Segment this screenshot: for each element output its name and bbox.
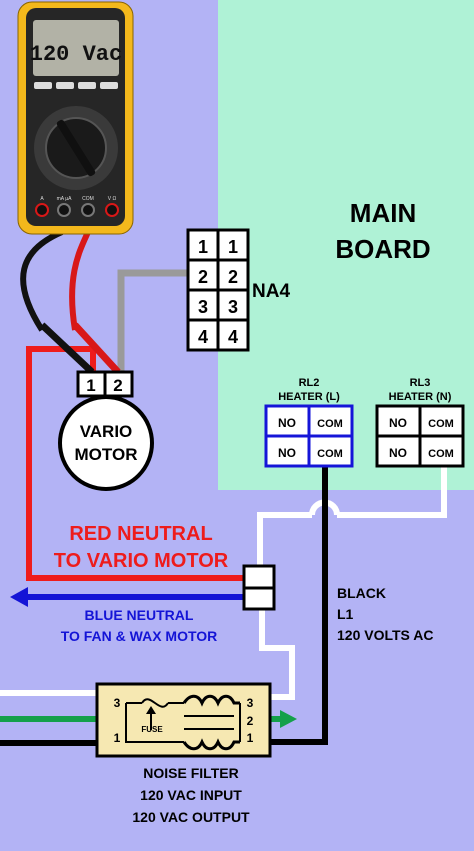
filter-right-pin-3: 3 — [247, 696, 254, 710]
meter-jack-v[interactable] — [105, 203, 119, 217]
motor-pin-2-label: 2 — [113, 376, 122, 395]
meter-label-a: A — [40, 196, 44, 202]
green-ground-arrow-icon — [280, 710, 297, 728]
meter-buttons — [34, 82, 118, 89]
na4-connector — [186, 228, 250, 352]
rl2-com-bottom: COM — [317, 448, 343, 460]
rl2-no-top: NO — [278, 416, 296, 430]
fuse-label: FUSE — [141, 725, 163, 734]
rl3-com-top: COM — [428, 418, 454, 430]
motor-label-line2: MOTOR — [75, 445, 138, 464]
meter-button-backlight[interactable] — [100, 82, 118, 89]
meter-label-ma: mA µA — [57, 196, 72, 202]
black-wire-label-line1: BLACK — [337, 585, 386, 601]
rl3-name: HEATER (N) — [389, 391, 452, 403]
na4-pin-3b: 3 — [228, 297, 238, 317]
meter-label-v: V Ω — [108, 196, 117, 202]
neutral-connector-red[interactable] — [242, 564, 276, 590]
meter-jack-com[interactable] — [81, 203, 95, 217]
rl3-com-bottom: COM — [428, 448, 454, 460]
na4-pin-2a: 2 — [198, 267, 208, 287]
na4-pin-4b: 4 — [228, 327, 238, 347]
red-probe[interactable] — [72, 322, 121, 375]
na4-pin-3a: 3 — [198, 297, 208, 317]
na4-label: NA4 — [252, 281, 290, 302]
na4-pin-1a: 1 — [198, 237, 208, 257]
blue-neutral-label-line1: BLUE NEUTRAL — [85, 607, 194, 623]
relay-rl2 — [264, 404, 354, 468]
board-title-line1: MAIN — [350, 198, 416, 228]
black-probe[interactable] — [39, 322, 95, 375]
motor-label-line1: VARIO — [80, 422, 133, 441]
red-neutral-label-line2: TO VARIO MOTOR — [54, 550, 229, 572]
filter-left-pin-1: 1 — [114, 731, 121, 745]
meter-dial-knob[interactable] — [56, 119, 97, 178]
rl2-com-top: COM — [317, 418, 343, 430]
vario-motor — [58, 395, 154, 491]
motor-pin-1-label: 1 — [86, 376, 95, 395]
red-neutral-wire — [26, 346, 244, 581]
meter-jack-a[interactable] — [35, 203, 49, 217]
white-wire-filter — [259, 608, 295, 700]
meter-button-minmax[interactable] — [56, 82, 74, 89]
black-wire-label-line3: 120 VOLTS AC — [337, 627, 433, 643]
noise-filter — [95, 682, 272, 758]
meter-label-com: COM — [82, 196, 94, 202]
na4-pin-1b: 1 — [228, 237, 238, 257]
board-title-line2: BOARD — [335, 234, 430, 264]
rl2-code: RL2 — [299, 377, 320, 389]
black-probe-lead — [20, 229, 64, 332]
filter-right-pin-1: 1 — [247, 731, 254, 745]
black-wire-label-line2: L1 — [337, 606, 354, 622]
fuse-icon — [126, 698, 184, 708]
rl3-no-bottom: NO — [389, 446, 407, 460]
black-l1-wire — [270, 466, 328, 745]
meter-button-hold[interactable] — [34, 82, 52, 89]
red-probe-lead — [69, 230, 91, 331]
motor-pin-2-box[interactable] — [103, 370, 134, 398]
meter-display — [33, 20, 119, 76]
inductor-bottom-icon — [182, 738, 240, 751]
rl3-code: RL3 — [410, 377, 431, 389]
red-neutral-label-line1: RED NEUTRAL — [69, 523, 212, 545]
filter-left-pin-3: 3 — [114, 696, 121, 710]
neutral-connector-blue[interactable] — [242, 586, 276, 611]
filter-caption-line2: 120 VAC INPUT — [140, 787, 242, 803]
na4-pin-2b: 2 — [228, 267, 238, 287]
blue-neutral-label-line2: TO FAN & WAX MOTOR — [61, 628, 218, 644]
meter-button-range[interactable] — [78, 82, 96, 89]
blue-neutral-arrow-icon — [10, 587, 28, 607]
na4-pin-4a: 4 — [198, 327, 208, 347]
relay-rl3 — [375, 404, 465, 468]
filter-caption-line3: 120 VAC OUTPUT — [132, 809, 250, 825]
rl2-name: HEATER (L) — [278, 391, 340, 403]
filter-caption-line1: NOISE FILTER — [143, 765, 238, 781]
filter-right-pin-2: 2 — [247, 714, 254, 728]
meter-reading: 120 Vac — [30, 42, 122, 67]
multimeter — [17, 1, 134, 235]
white-wire-rl3 — [257, 466, 447, 565]
inductor-top-icon — [182, 694, 240, 707]
gray-wire — [117, 269, 188, 372]
rl2-no-bottom: NO — [278, 446, 296, 460]
rl3-no-top: NO — [389, 416, 407, 430]
meter-jack-ma[interactable] — [57, 203, 71, 217]
